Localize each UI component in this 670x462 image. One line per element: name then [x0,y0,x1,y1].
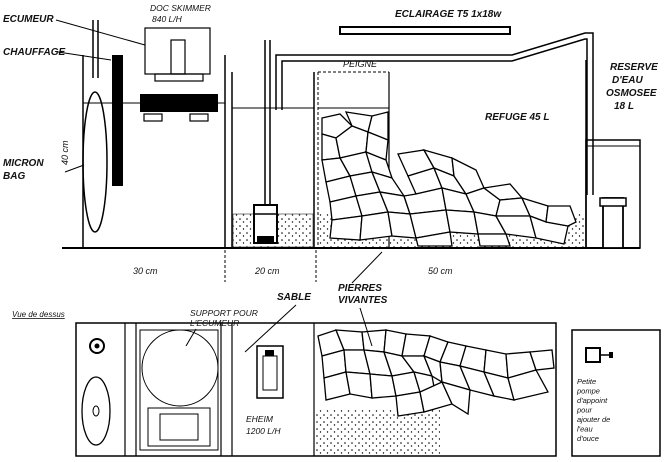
support-leader [185,328,197,347]
sable-leader [244,304,297,353]
skimmer-collar [154,73,204,82]
skimmer-label-2: 840 L/H [152,14,183,24]
support-label-2: L'ECUMEUR [190,318,239,328]
heater [112,55,123,186]
micron-label-1: MICRON [3,158,44,169]
peigne-label: PEIGNE [343,59,378,69]
skimmer-cup [144,27,211,75]
pierres-leader [351,251,383,284]
top-drain-outer [89,338,105,354]
pierres-label-2: VIVANTES [338,295,388,306]
micron-label-2: BAG [3,171,25,182]
width-b-label: 20 cm [254,266,280,276]
live-rocks [321,111,577,247]
top-skimmer-block [147,407,211,447]
pump-note-line: Petite [577,377,596,386]
height-dimension: 40 cm [60,140,70,165]
reserve-label-4: 18 L [614,101,634,112]
return-pump-base [257,236,274,244]
eheim-label-2: 1200 L/H [246,426,281,436]
chauffage-label: CHAUFFAGE [3,47,66,58]
reserve-label-3: OSMOSEE [606,88,657,99]
pump-note-line: l'eau [577,425,593,434]
top-sand [316,410,440,455]
sable-label: SABLE [277,292,311,303]
top-eheim-inner [262,355,278,391]
overflow-pipe-outer [275,32,594,195]
width-a-label: 30 cm [133,266,158,276]
micron-bag-leader [64,164,85,173]
micron-bag [82,91,108,233]
pump-note-line: pompe [576,387,600,396]
top-top-off-pump-nozzle [609,352,613,358]
top-drain-inner [94,343,100,349]
top-micron-bag [81,376,111,446]
top-top-off-pump [585,347,601,363]
pierres-top-leader [359,307,373,347]
pump-note-line: d'appoint [577,396,608,405]
top-eheim-pump [256,345,284,399]
top-live-rocks [317,329,555,417]
overflow-pipe-inner [281,38,588,195]
lighting-bar [339,26,511,35]
top-eheim-outlet [265,350,274,356]
top-skimmer [141,329,219,407]
skimmer-foot-right [189,113,209,122]
top-off-pump-top [599,197,627,207]
top-view-title: Vue de dessus [12,310,65,319]
pump-note-line: ajouter de [577,415,610,424]
skimmer-label-1: DOC SKIMMER [150,3,211,13]
top-micron-hole [92,405,100,417]
skimmer-body [140,94,218,112]
reserve-label-1: RESERVE [610,62,658,73]
side-view: ECLAIRAGE T5 1x18w MICRON BAG 40 cm CHAU… [3,3,658,306]
top-view: Vue de dessus SUPPORT POUR L'ECUMEUR EHE… [12,304,661,457]
pump-note-line: d'ouce [577,434,599,443]
top-reserve [571,329,661,457]
refuge-label: REFUGE 45 L [485,112,549,123]
skimmer-foot-left [143,113,163,122]
eheim-label-1: EHEIM [246,414,274,424]
skimmer-leader [55,19,146,46]
support-label-1: SUPPORT POUR [190,308,258,318]
top-tank-outline [75,322,557,457]
pierres-label-1: PIERRES [338,283,382,294]
chauffage-leader [57,51,112,61]
width-c-label: 50 cm [428,266,453,276]
skimmer-riser [170,39,186,75]
top-skimmer-block-inner [159,413,199,441]
eclairage-label: ECLAIRAGE T5 1x18w [395,9,502,20]
pump-note-line: pour [576,406,593,415]
ecumeur-label: ECUMEUR [3,14,54,25]
reserve-label-2: D'EAU [612,75,643,86]
top-skimmer-support [139,329,219,451]
